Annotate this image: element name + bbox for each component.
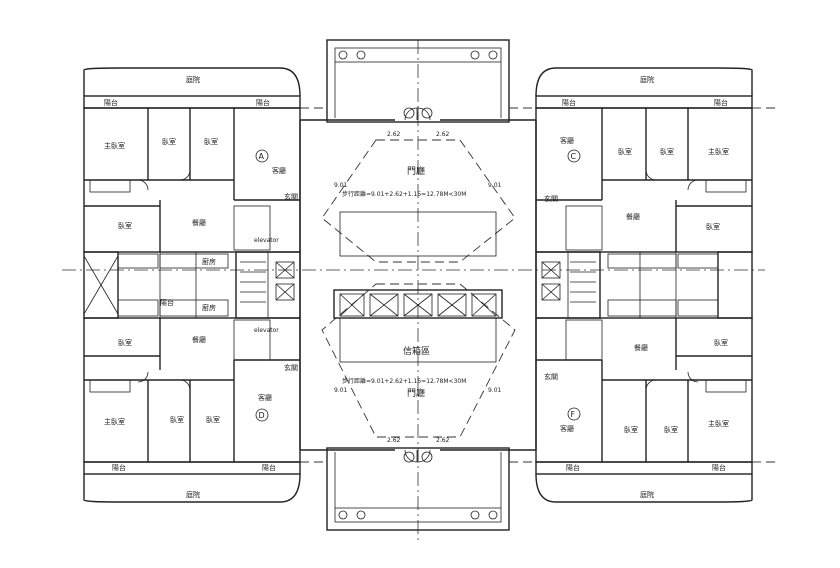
dining-room-label-d: 餐廳	[192, 335, 206, 344]
door-width-left-bottom: 2.62	[387, 437, 401, 444]
balcony-label-f-1: 陽台	[566, 463, 580, 472]
unit-f-letter: F	[571, 410, 576, 419]
entrance-label-c: 玄關	[544, 194, 558, 203]
balcony-label-d-2: 陽台	[262, 463, 276, 472]
lobby-label-top: 門廳	[407, 165, 425, 177]
side-width-right-bottom: 9.01	[488, 387, 502, 394]
mailbox-area-label: 信箱區	[403, 345, 430, 357]
right-stair-core	[535, 251, 601, 319]
entrance-label-f: 玄關	[544, 372, 558, 381]
entrance-label-d: 玄關	[284, 363, 298, 372]
living-room-label-f: 客廳	[560, 424, 574, 433]
bedroom-label-d-1: 臥室	[118, 338, 132, 347]
balcony-label-left-mid: 陽台	[160, 298, 174, 307]
balcony-label-a-2: 陽台	[256, 98, 270, 107]
lobby-label-bottom: 門廳	[407, 387, 425, 399]
bedroom-label-d-2: 臥室	[170, 415, 184, 424]
courtyard-label-top-right: 庭院	[640, 75, 654, 84]
elevator-label-bottom: elevator	[254, 327, 279, 334]
walk-distance-top: 步行距離=9.01+2.62+1.15=12.78M<30M	[342, 190, 466, 198]
bedroom-label-c-1: 臥室	[618, 147, 632, 156]
unit-d-letter: D	[259, 411, 265, 420]
door-width-right-top: 2.62	[436, 131, 450, 138]
left-stair-core	[235, 251, 301, 319]
bedroom-label-d-3: 臥室	[206, 415, 220, 424]
bedroom-label-a-3: 臥室	[118, 221, 132, 230]
bedroom-label-f-1: 臥室	[714, 338, 728, 347]
entrance-label-a: 玄關	[284, 192, 298, 201]
walk-distance-bottom: 步行距離=9.01+2.62+1.15=12.78M<30M	[342, 377, 466, 385]
dining-room-label-c: 餐廳	[626, 212, 640, 221]
unit-d-marker	[255, 408, 269, 422]
unit-c-marker	[567, 149, 581, 163]
lobby-zone-top	[321, 139, 516, 263]
top-entrance-canopy	[326, 39, 510, 123]
dining-room-label-f: 餐廳	[634, 343, 648, 352]
dining-room-label-a: 餐廳	[192, 218, 206, 227]
courtyard-label-bottom-right: 庭院	[640, 490, 654, 499]
master-bedroom-label-d: 主臥室	[104, 417, 125, 426]
elevator-label-top: elevator	[254, 237, 279, 244]
bedroom-label-c-2: 臥室	[660, 147, 674, 156]
master-bedroom-label-f: 主臥室	[708, 419, 729, 428]
bedroom-label-c-3: 臥室	[706, 222, 720, 231]
door-width-right-bottom: 2.62	[436, 437, 450, 444]
kitchen-label-left-top: 廚房	[202, 257, 216, 266]
elevator-bank	[333, 289, 503, 319]
unit-c	[535, 67, 753, 269]
living-room-label-a: 客廳	[272, 166, 286, 175]
balcony-label-d-1: 陽台	[112, 463, 126, 472]
lobby-zone-bottom	[321, 283, 516, 438]
balcony-label-c-1: 陽台	[562, 98, 576, 107]
living-room-label-d: 客廳	[258, 393, 272, 402]
left-service-shaft	[83, 251, 237, 319]
master-bedroom-label-a: 主臥室	[104, 141, 125, 150]
master-bedroom-label-c: 主臥室	[708, 147, 729, 156]
side-width-left-bottom: 9.01	[334, 387, 348, 394]
side-width-right-top: 9.01	[488, 182, 502, 189]
balcony-label-a-1: 陽台	[104, 98, 118, 107]
bedroom-label-f-3: 臥室	[664, 425, 678, 434]
side-width-left-top: 9.01	[334, 182, 348, 189]
bottom-entrance-canopy	[326, 447, 510, 531]
bedroom-label-a-1: 臥室	[162, 137, 176, 146]
courtyard-label-top-left: 庭院	[186, 75, 200, 84]
door-width-left-top: 2.62	[387, 131, 401, 138]
unit-a-marker	[255, 149, 269, 163]
bedroom-label-a-2: 臥室	[204, 137, 218, 146]
unit-f-marker	[567, 407, 581, 421]
right-service-shaft	[599, 251, 753, 319]
unit-c-letter: C	[571, 152, 577, 161]
living-room-label-c: 客廳	[560, 136, 574, 145]
kitchen-label-left-bottom: 廚房	[202, 303, 216, 312]
balcony-label-c-2: 陽台	[714, 98, 728, 107]
unit-d	[83, 299, 301, 503]
bedroom-label-f-2: 臥室	[624, 425, 638, 434]
courtyard-label-bottom-left: 庭院	[186, 490, 200, 499]
unit-a-letter: A	[259, 152, 265, 161]
balcony-label-f-2: 陽台	[712, 463, 726, 472]
